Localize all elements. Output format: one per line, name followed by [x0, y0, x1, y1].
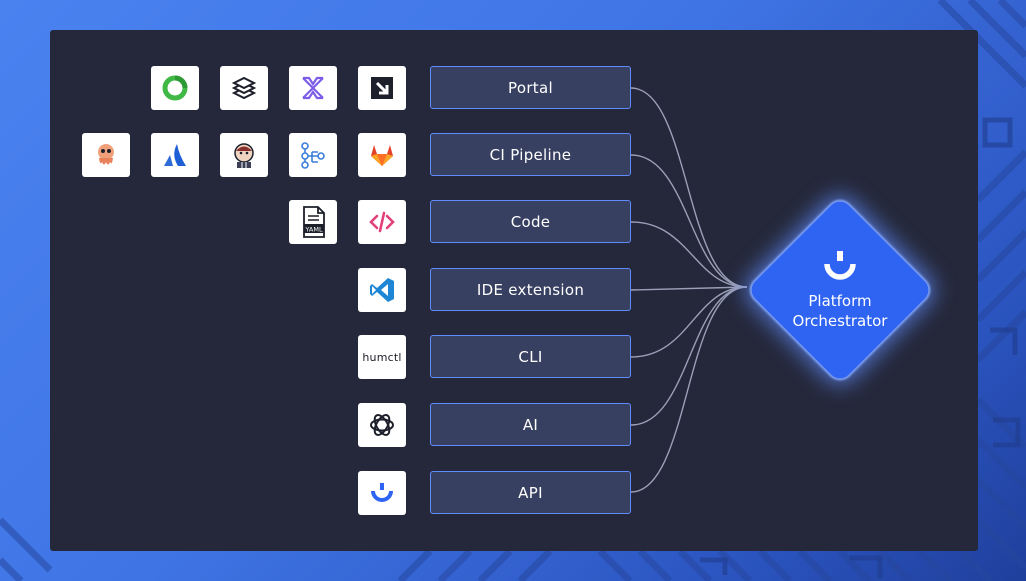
orchestrator-title-line1: Platform: [808, 292, 872, 310]
channel-ide-extension[interactable]: IDE extension: [430, 268, 631, 311]
stacked-layers-logo-icon: [220, 66, 268, 110]
channel-portal[interactable]: Portal: [430, 66, 631, 109]
channel-code[interactable]: Code: [430, 200, 631, 243]
channel-api[interactable]: API: [430, 471, 631, 514]
channel-ci-pipeline-label: CI Pipeline: [489, 145, 572, 164]
humanitec-logo-icon: [358, 471, 406, 515]
humctl-label: humctl: [362, 350, 402, 364]
channel-api-label: API: [518, 483, 543, 502]
code-tags-logo-icon: [358, 200, 406, 244]
channel-portal-label: Portal: [508, 78, 553, 97]
octopus-logo-icon: [82, 133, 130, 177]
workflow-branch-icon: [289, 133, 337, 177]
channel-ide-extension-label: IDE extension: [476, 280, 585, 299]
atlassian-logo-icon: [151, 133, 199, 177]
jenkins-logo-icon: [220, 133, 268, 177]
channel-ai-label: AI: [522, 415, 539, 434]
humctl-cli-icon: humctl: [358, 335, 406, 379]
vscode-logo-icon: [358, 268, 406, 312]
gitlab-logo-icon: [358, 133, 406, 177]
channel-ai[interactable]: AI: [430, 403, 631, 446]
channel-cli-label: CLI: [518, 347, 543, 366]
black-square-arrow-logo-icon: [358, 66, 406, 110]
channel-ci-pipeline[interactable]: CI Pipeline: [430, 133, 631, 176]
channel-cli[interactable]: CLI: [430, 335, 631, 378]
orchestrator-title-line2: Orchestrator: [792, 312, 888, 330]
platform-orchestrator-node[interactable]: Platform Orchestrator: [746, 196, 934, 384]
green-ring-logo-icon: [151, 66, 199, 110]
orchestrator-logo-icon: [824, 251, 856, 280]
channel-code-label: Code: [510, 212, 551, 231]
yaml-label: YAML: [304, 226, 323, 234]
openai-logo-icon: [358, 403, 406, 447]
yaml-file-icon: YAML: [289, 200, 337, 244]
purple-cross-logo-icon: [289, 66, 337, 110]
